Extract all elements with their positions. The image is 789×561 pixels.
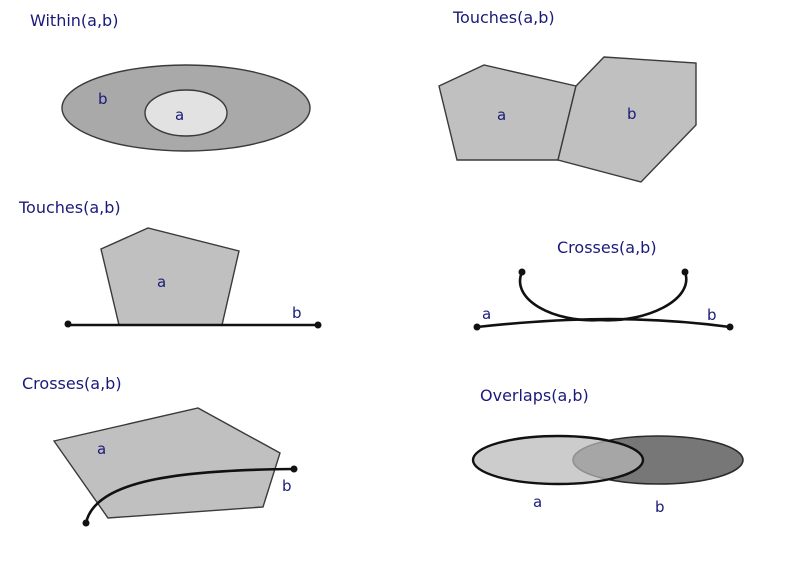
label-a: a bbox=[497, 106, 506, 124]
line-endpoint bbox=[314, 321, 322, 329]
panel-within: Within(a,b) b a bbox=[30, 11, 311, 152]
polygon-a bbox=[438, 64, 577, 161]
line-endpoint bbox=[64, 320, 72, 328]
polygon-b bbox=[557, 56, 697, 183]
panel-crosses-lines: Crosses(a,b) a b bbox=[473, 238, 734, 331]
label-a: a bbox=[97, 440, 106, 458]
polygon-a bbox=[471, 434, 645, 486]
polygon-a bbox=[100, 227, 240, 326]
polygon-a bbox=[144, 89, 228, 137]
label-b: b bbox=[627, 105, 637, 123]
panel-title: Overlaps(a,b) bbox=[480, 386, 589, 405]
label-b: b bbox=[282, 477, 292, 495]
panel-crosses-polygon: Crosses(a,b) a b bbox=[22, 374, 298, 527]
panel-title: Crosses(a,b) bbox=[557, 238, 657, 257]
panel-touches-polygons: Touches(a,b) a b bbox=[438, 8, 697, 183]
panel-title: Touches(a,b) bbox=[18, 198, 121, 217]
panel-overlaps: Overlaps(a,b) a b bbox=[471, 386, 744, 516]
line-endpoint bbox=[518, 268, 526, 276]
line-endpoint bbox=[681, 268, 689, 276]
label-b: b bbox=[98, 90, 108, 108]
line-endpoint bbox=[290, 465, 298, 473]
label-b: b bbox=[292, 304, 302, 322]
line-endpoint bbox=[726, 323, 734, 331]
label-a: a bbox=[482, 305, 491, 323]
label-b: b bbox=[707, 306, 717, 324]
label-a: a bbox=[175, 106, 184, 124]
panel-title: Touches(a,b) bbox=[452, 8, 555, 27]
polygon-a bbox=[52, 407, 281, 519]
line-b bbox=[518, 270, 688, 322]
panel-touches-line: Touches(a,b) a b bbox=[18, 198, 322, 329]
panel-title: Crosses(a,b) bbox=[22, 374, 122, 393]
line-endpoint bbox=[473, 323, 481, 331]
label-a: a bbox=[533, 493, 542, 511]
panel-title: Within(a,b) bbox=[30, 11, 118, 30]
line-b bbox=[84, 467, 296, 525]
line-endpoint bbox=[82, 519, 90, 527]
label-b: b bbox=[655, 498, 665, 516]
label-a: a bbox=[157, 273, 166, 291]
